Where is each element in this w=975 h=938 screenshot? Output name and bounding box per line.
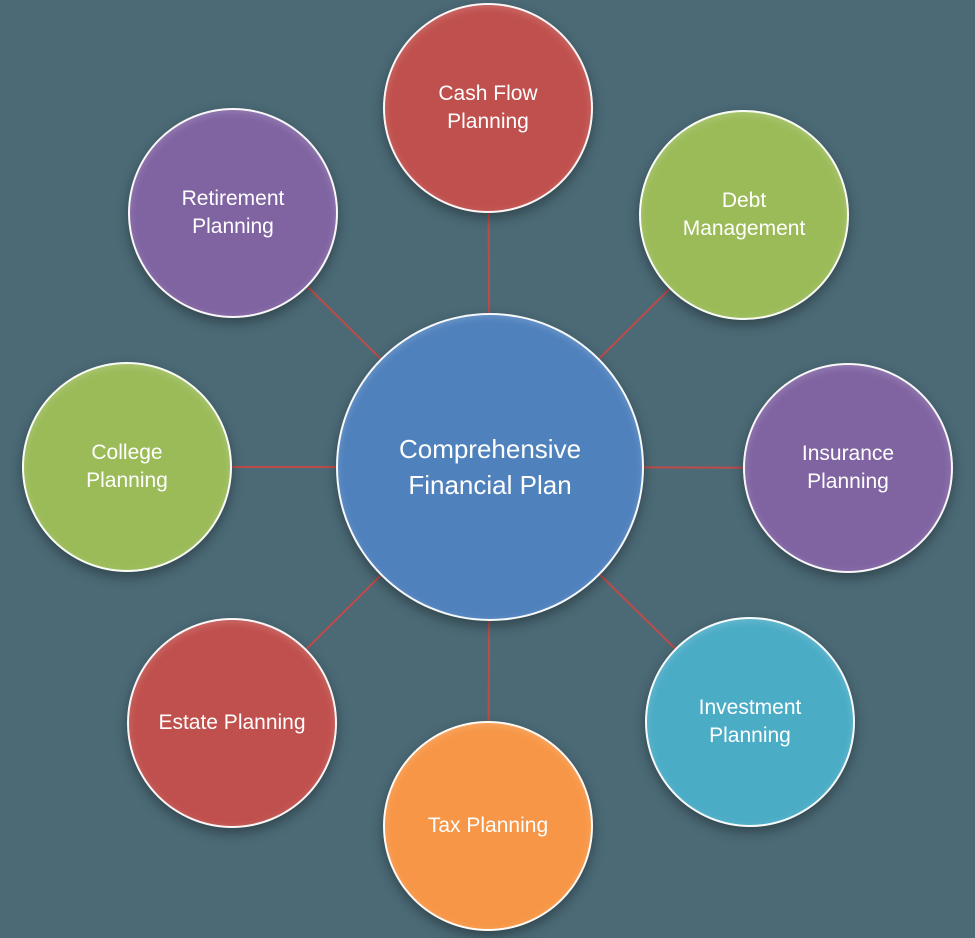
node-label-cash-flow-planning: Cash Flow Planning bbox=[438, 81, 538, 133]
node-college-planning: College Planning bbox=[22, 362, 232, 572]
node-estate-planning: Estate Planning bbox=[127, 618, 337, 828]
node-label-comprehensive-financial-plan: Comprehensive Financial Plan bbox=[398, 433, 582, 500]
node-label-investment-planning: Investment Planning bbox=[698, 695, 802, 747]
node-cash-flow-planning: Cash Flow Planning bbox=[383, 3, 593, 213]
node-label-insurance-planning: Insurance Planning bbox=[801, 441, 895, 493]
node-investment-planning: Investment Planning bbox=[645, 617, 855, 827]
node-insurance-planning: Insurance Planning bbox=[743, 363, 953, 573]
node-label-tax-planning: Tax Planning bbox=[427, 813, 549, 837]
node-label-estate-planning: Estate Planning bbox=[158, 710, 306, 734]
node-label-debt-management: Debt Management bbox=[682, 188, 806, 240]
node-retirement-planning: Retirement Planning bbox=[128, 108, 338, 318]
node-debt-management: Debt Management bbox=[639, 110, 849, 320]
node-label-retirement-planning: Retirement Planning bbox=[181, 186, 285, 238]
node-tax-planning: Tax Planning bbox=[383, 721, 593, 931]
node-label-college-planning: College Planning bbox=[86, 440, 168, 492]
node-comprehensive-financial-plan: Comprehensive Financial Plan bbox=[336, 313, 644, 621]
